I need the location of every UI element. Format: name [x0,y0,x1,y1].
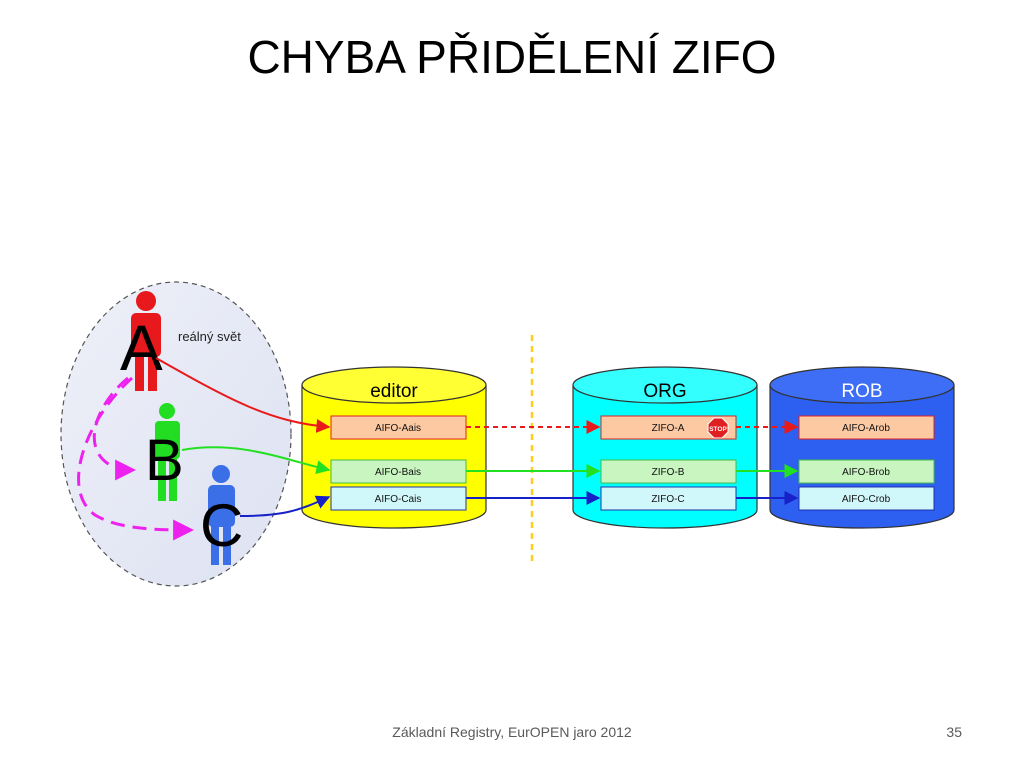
arrow-person-b-to-editor [181,446,331,475]
record-aifo-bais-label: AIFO-Bais [375,467,421,478]
person-c-letter: C [200,492,243,559]
record-aifo-arob-label: AIFO-Arob [842,423,890,434]
magenta-arrow-a-to-b [92,376,137,481]
record-aifo-cais-label: AIFO-Cais [375,494,422,505]
record-zifo-c-label: ZIFO-C [651,494,684,505]
stop-icon: STOP [707,417,729,439]
magenta-arrow-a-to-c [77,376,195,541]
stop-icon-label: STOP [709,426,727,433]
person-a-letter: A [120,312,163,384]
slide-title: CHYBA PŘIDĚLENÍ ZIFO [247,31,777,83]
slide-footer: Základní Registry, EurOPEN jaro 2012 [392,724,632,740]
record-zifo-b-label: ZIFO-B [652,467,685,478]
person-c-icon [208,465,235,565]
person-b-icon [155,403,180,501]
person-b-letter: B [145,428,184,493]
rob-label: ROB [841,381,882,402]
record-zifo-a-label: ZIFO-A [652,423,685,434]
record-aifo-brob-label: AIFO-Brob [842,467,890,478]
arrow-person-c-to-editor [239,495,331,517]
record-aifo-crob-label: AIFO-Crob [842,494,891,505]
record-aifo-arob [798,415,935,440]
page-number: 35 [946,724,962,740]
record-aifo-crob [798,486,935,511]
person-a-icon [131,291,161,391]
org-label: ORG [643,381,686,402]
real-world-label: reálný svět [178,329,241,344]
arrow-person-a-to-editor [155,357,331,433]
record-aifo-brob [798,459,935,484]
editor-label: editor [370,381,418,402]
record-aifo-aais-label: AIFO-Aais [375,423,421,434]
